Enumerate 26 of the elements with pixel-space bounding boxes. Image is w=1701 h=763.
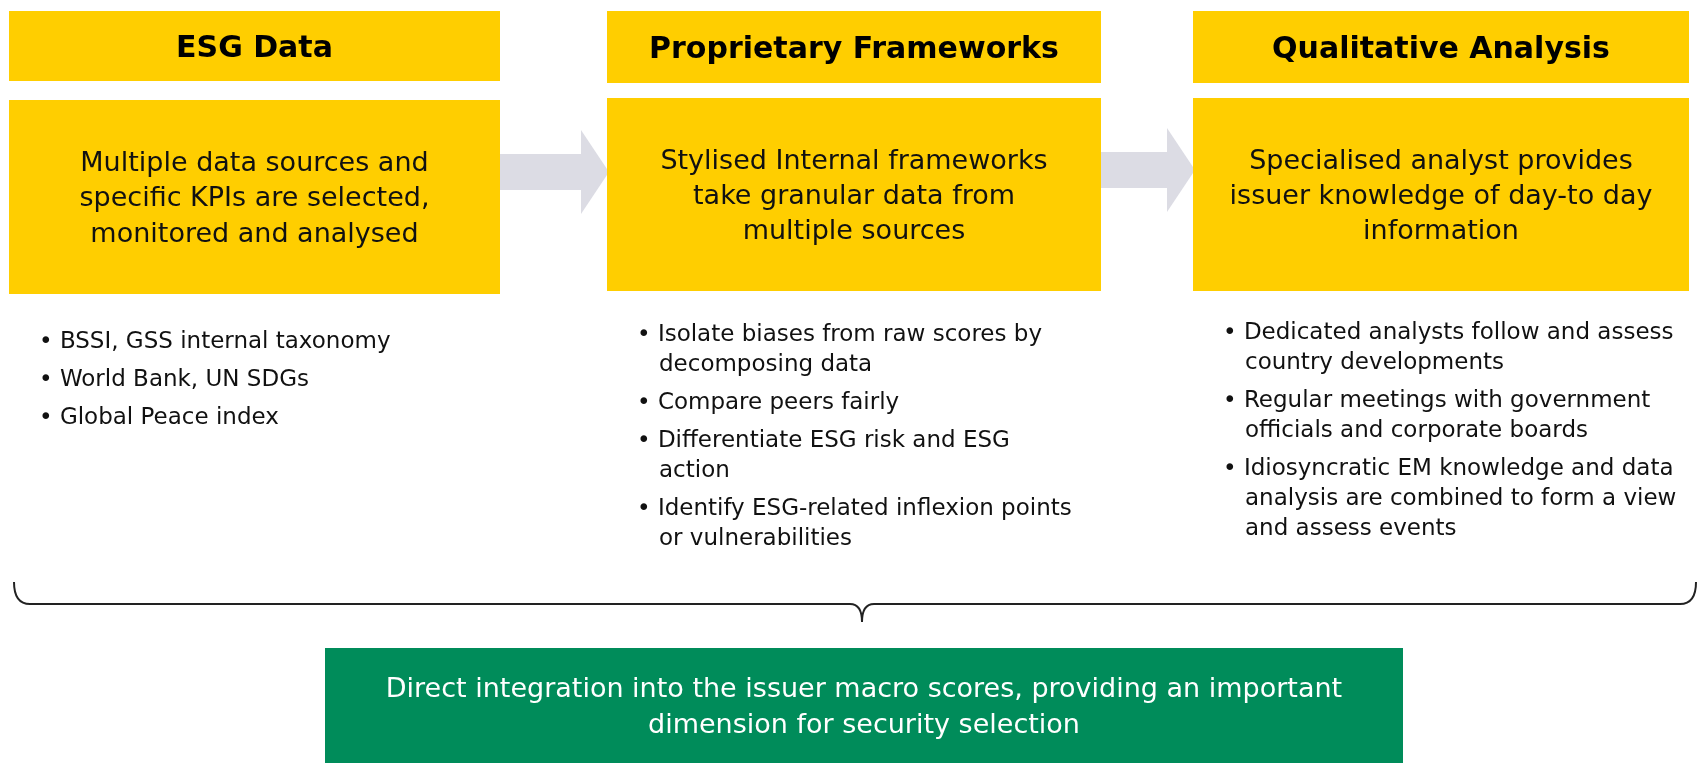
bullet-text: • Dedicated analysts follow and assess country developments [1223, 317, 1675, 376]
chevron-arrow [500, 130, 609, 214]
bullet-text: • Idiosyncratic EM knowledge and data analysis are combined to form a view and assess events [1223, 453, 1678, 542]
bullet-text: • World Bank, UN SDGs [39, 364, 310, 393]
heading-text: Qualitative Analysis [1272, 28, 1610, 67]
box-text: Specialised analyst provides issuer knowledge of day-to day information [1228, 142, 1654, 248]
process-box [607, 98, 1101, 291]
bullet-text: • Differentiate ESG risk and ESG action [637, 425, 1011, 484]
bullet-text: • Isolate biases from raw scores by decomposing data [637, 319, 1043, 378]
result-box [325, 648, 1403, 763]
bullet-text: • Compare peers fairly [637, 387, 901, 416]
process-box [1193, 98, 1689, 291]
heading-box [1193, 11, 1689, 83]
box-text: Stylised Internal frameworks take granular data from multiple sources [659, 142, 1049, 248]
heading-box [607, 11, 1101, 83]
heading-box [9, 11, 500, 81]
heading-text: Proprietary Frameworks [649, 28, 1059, 67]
box-text: Multiple data sources and specific KPIs are selected, monitored and analysed [78, 145, 431, 250]
process-box [9, 100, 500, 294]
chevron-arrow [1101, 128, 1195, 212]
bullet-text: • Identify ESG-related inflexion points or vulnerabilities [637, 493, 1073, 552]
box-text: Direct integration into the issuer macro scores, providing an important dimension for security selection [385, 671, 1343, 741]
heading-text: ESG Data [176, 27, 333, 66]
bullet-text: • BSSI, GSS internal taxonomy [39, 326, 392, 355]
bullet-text: • Global Peace index [39, 402, 280, 431]
bullet-text: • Regular meetings with government officials and corporate boards [1223, 385, 1652, 444]
